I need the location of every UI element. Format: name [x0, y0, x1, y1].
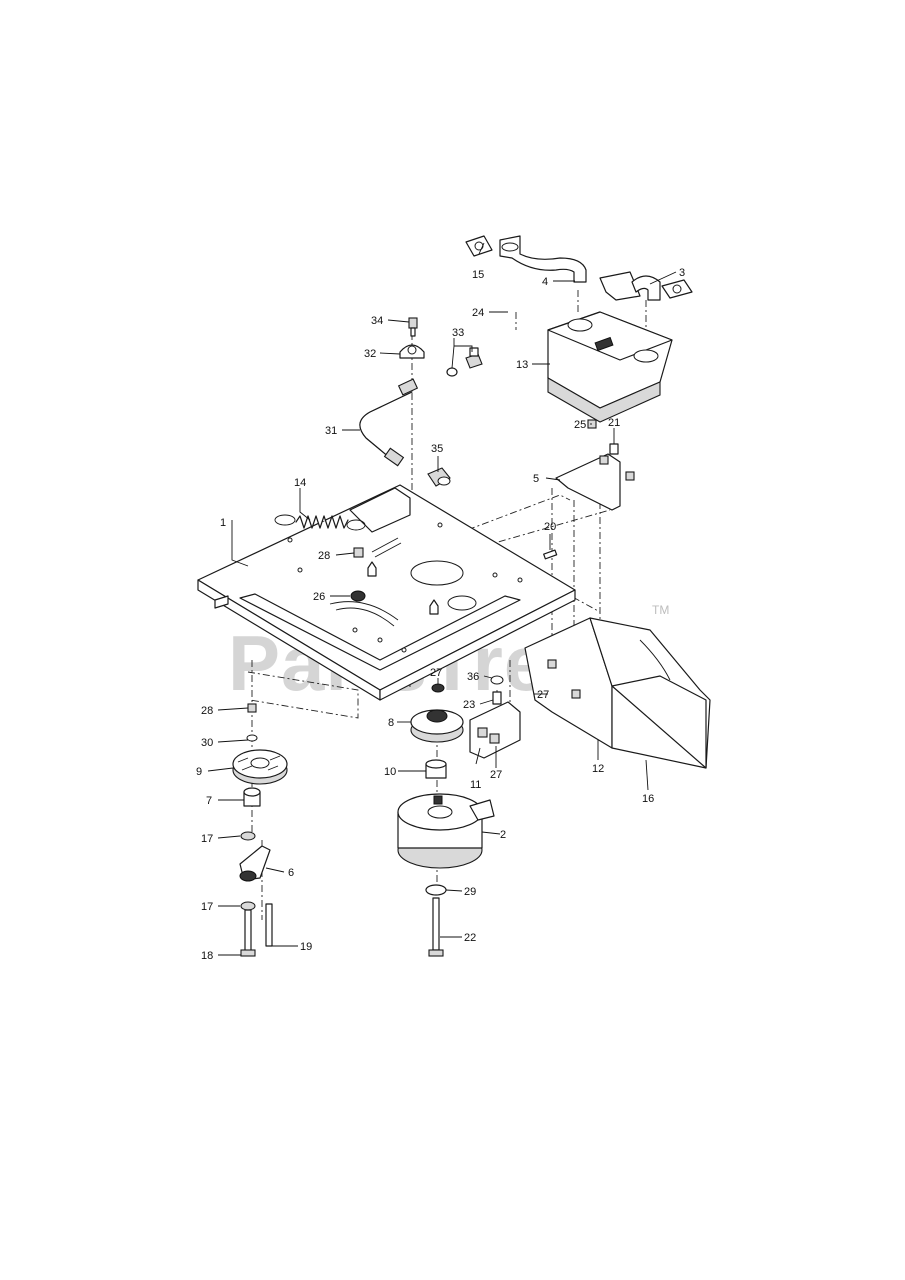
fitting-and-oring: [446, 347, 483, 377]
callout-17a: 17: [201, 833, 213, 845]
callout-leaders: [207, 242, 677, 956]
muffler-bracket: [555, 419, 635, 511]
callout-32: 32: [364, 348, 376, 360]
callout-9: 9: [196, 766, 202, 778]
callout-19: 19: [300, 941, 312, 953]
callout-27b: 27: [490, 769, 502, 781]
muffler: [547, 311, 673, 423]
callout-17b: 17: [201, 901, 213, 913]
bracket-bolt: [543, 549, 558, 560]
callout-31: 31: [325, 425, 337, 437]
callout-3: 3: [679, 267, 685, 279]
idler-pulley-stack: [232, 734, 288, 957]
callout-13: 13: [516, 359, 528, 371]
mid-bracket: [469, 675, 521, 759]
callout-18: 18: [201, 950, 213, 962]
clamp-and-bolt: [399, 317, 425, 359]
hydraulic-hose: [359, 378, 419, 467]
callouts: 1 2 3 4 5 6 7 8 9 10 11 12 13 14 15 16 1…: [196, 267, 685, 962]
callout-30: 30: [201, 737, 213, 749]
callout-27c: 27: [537, 689, 549, 701]
callout-36: 36: [467, 671, 479, 683]
callout-2: 2: [500, 829, 506, 841]
callout-34: 34: [371, 315, 383, 327]
callout-33: 33: [452, 327, 464, 339]
callout-8: 8: [388, 717, 394, 729]
callout-4: 4: [542, 276, 548, 288]
callout-35: 35: [431, 443, 443, 455]
callout-1: 1: [220, 517, 226, 529]
callout-28a: 28: [318, 550, 330, 562]
callout-10: 10: [384, 766, 396, 778]
callout-11: 11: [470, 779, 481, 791]
callout-5: 5: [533, 473, 539, 485]
callout-29: 29: [464, 886, 476, 898]
watermark-trademark: TM: [652, 603, 669, 617]
deck-plate: [197, 484, 576, 701]
callout-20: 20: [544, 521, 556, 533]
exhaust-pipes: [465, 235, 693, 301]
callout-14: 14: [294, 477, 306, 489]
deck-nuts: [247, 547, 366, 713]
callout-15: 15: [472, 269, 484, 281]
callout-25: 25: [574, 419, 586, 431]
callout-12: 12: [592, 763, 604, 775]
callout-28b: 28: [201, 705, 213, 717]
callout-6: 6: [288, 867, 294, 879]
heat-shield-and-chute: [524, 617, 711, 769]
hose-fitting: [427, 467, 451, 487]
callout-26: 26: [313, 591, 325, 603]
callout-7: 7: [206, 795, 212, 807]
callout-21: 21: [608, 417, 620, 429]
callout-22: 22: [464, 932, 476, 944]
callout-23: 23: [463, 699, 475, 711]
callout-24: 24: [472, 307, 484, 319]
callout-27a: 27: [430, 667, 442, 679]
callout-16: 16: [642, 793, 654, 805]
